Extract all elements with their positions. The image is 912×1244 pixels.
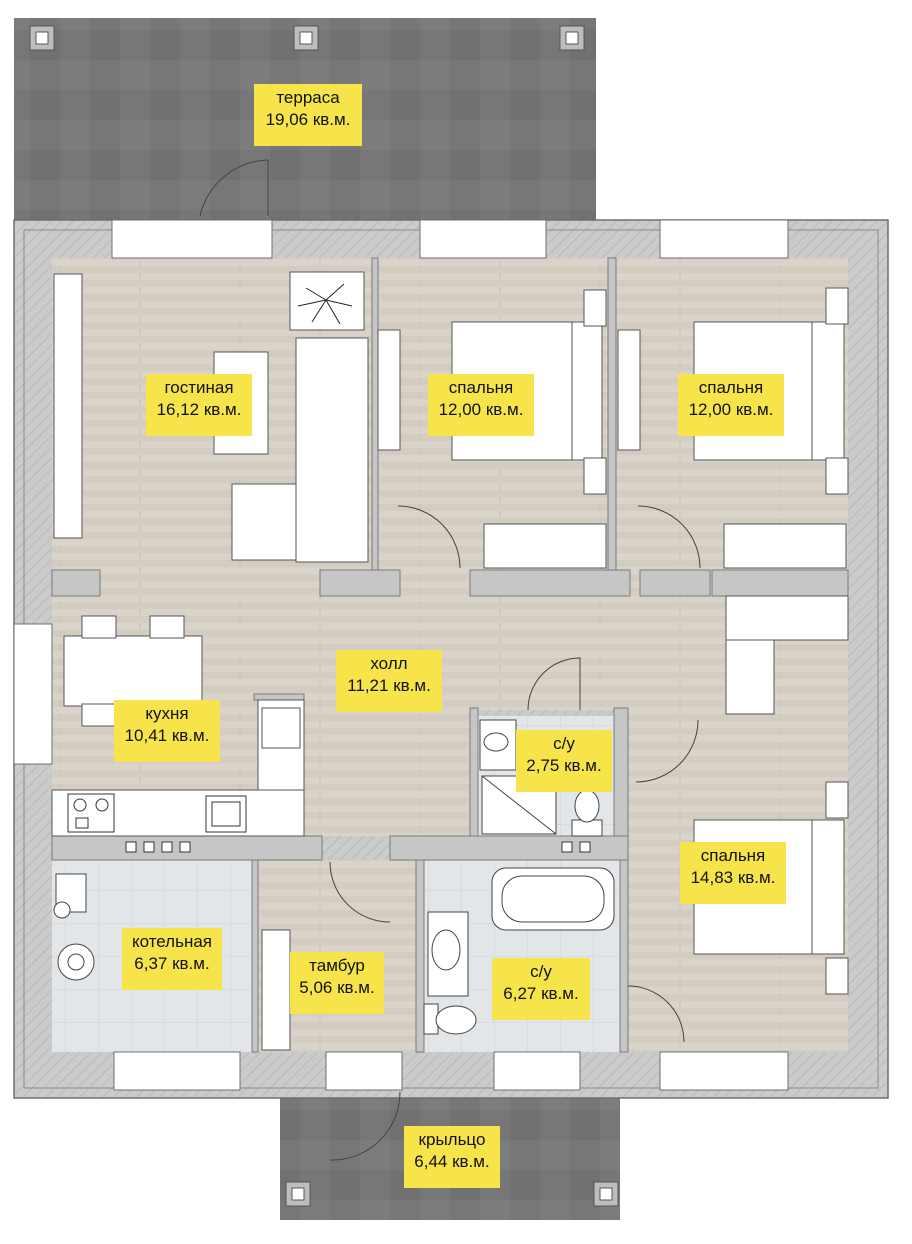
water-heater-icon [57, 943, 95, 981]
room-name: гостиная [164, 378, 234, 397]
room-name: спальня [448, 378, 514, 397]
kitchen-furniture [51, 615, 305, 837]
door-swings [199, 159, 701, 1161]
room-label-porch: крыльцо 6,44 кв.м. [404, 1126, 500, 1188]
room-name: холл [370, 654, 408, 673]
pillars [29, 25, 619, 1207]
plant-icon [297, 283, 353, 325]
room-label-living: гостиная 16,12 кв.м. [146, 374, 252, 436]
room-label-wc1: с/у 2,75 кв.м. [516, 730, 612, 792]
room-area: 5,06 кв.м. [299, 978, 375, 997]
room-name: с/у [553, 734, 575, 753]
room-label-kitchen: кухня 10,41 кв.м. [114, 700, 220, 762]
room-label-terrace: терраса 19,06 кв.м. [254, 84, 362, 146]
stove-icon [67, 793, 115, 833]
hall-lower-floor [304, 694, 472, 836]
room-area: 6,37 кв.м. [134, 954, 210, 973]
toilet-icon [423, 789, 603, 1035]
boiler-icon [53, 873, 87, 919]
room-area: 16,12 кв.м. [156, 400, 242, 419]
vents [125, 841, 591, 853]
room-name: с/у [530, 962, 552, 981]
room-area: 19,06 кв.м. [265, 110, 351, 129]
room-area: 11,21 кв.м. [347, 676, 431, 695]
room-name: кухня [145, 704, 189, 723]
room-label-bedroom3: спальня 14,83 кв.м. [680, 842, 786, 904]
room-name: котельная [131, 932, 213, 951]
room-area: 10,41 кв.м. [124, 726, 210, 745]
room-label-bedroom2: спальня 12,00 кв.м. [678, 374, 784, 436]
room-label-bedroom1: спальня 12,00 кв.м. [428, 374, 534, 436]
sink-icon [205, 795, 247, 833]
room-label-vestibule: тамбур 5,06 кв.м. [290, 952, 384, 1014]
room-area: 2,75 кв.м. [526, 756, 602, 775]
room-name: спальня [698, 378, 764, 397]
wardrobe [261, 929, 291, 1051]
room-area: 12,00 кв.м. [688, 400, 774, 419]
room-name: крыльцо [418, 1130, 486, 1149]
room-name: терраса [276, 88, 340, 107]
room-area: 6,44 кв.м. [414, 1152, 490, 1171]
bathtub-icon [491, 867, 615, 931]
windows [13, 219, 789, 1091]
room-area: 6,27 кв.м. [503, 984, 579, 1003]
room-label-boiler: котельная 6,37 кв.м. [122, 928, 222, 990]
room-label-hall: холл 11,21 кв.м. [336, 650, 442, 712]
room-area: 12,00 кв.м. [438, 400, 524, 419]
room-area: 14,83 кв.м. [690, 868, 776, 887]
washbasin-icon [427, 719, 517, 997]
room-label-wc2: с/у 6,27 кв.м. [492, 958, 590, 1020]
room-name: спальня [700, 846, 766, 865]
room-name: тамбур [309, 956, 365, 975]
